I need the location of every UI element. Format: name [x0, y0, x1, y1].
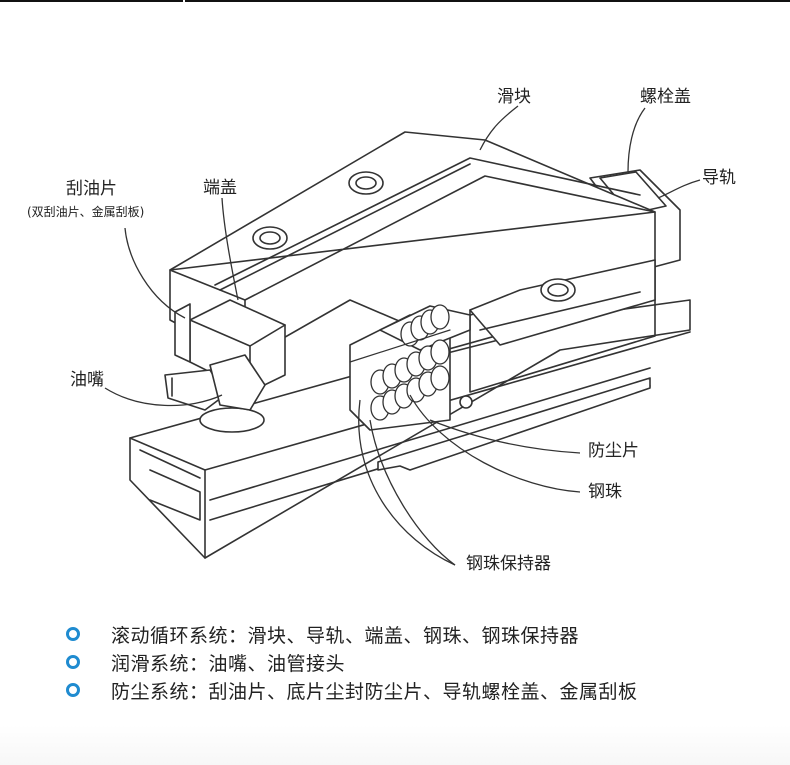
legend-item: 防尘系统：刮油片、底片尘封防尘片、导轨螺栓盖、金属刮板 — [66, 676, 638, 704]
circle-bullet-icon — [66, 683, 80, 697]
linear-guide-diagram — [104, 105, 701, 566]
top-border-notch — [183, 0, 185, 4]
label-grease-nipple: 油嘴 — [70, 370, 104, 390]
label-scraper: 刮油片 — [66, 179, 117, 199]
label-slider: 滑块 — [497, 87, 531, 107]
label-steel-ball: 钢珠 — [588, 482, 622, 502]
circle-bullet-icon — [66, 627, 80, 641]
grease-nipple — [164, 354, 266, 433]
legend-text: 防尘系统：刮油片、底片尘封防尘片、导轨螺栓盖、金属刮板 — [111, 680, 638, 703]
label-ball-retainer: 钢珠保持器 — [466, 554, 551, 574]
legend-text: 滚动循环系统：滑块、导轨、端盖、钢珠、钢珠保持器 — [111, 624, 580, 647]
legend-text: 润滑系统：油嘴、油管接头 — [111, 652, 346, 675]
rail-body — [129, 299, 691, 559]
leader-lines — [104, 105, 701, 566]
bottom-strip — [377, 377, 651, 471]
circle-bullet-icon — [66, 655, 80, 669]
label-scraper-note: (双刮油片、金属刮板) — [27, 205, 145, 219]
legend-item: 滚动循环系统：滑块、导轨、端盖、钢珠、钢珠保持器 — [66, 620, 638, 648]
label-end-cap: 端盖 — [203, 178, 237, 198]
label-dust-seal: 防尘片 — [588, 441, 639, 461]
steel-ball-rows — [349, 304, 471, 431]
label-rail: 导轨 — [702, 168, 736, 188]
top-border-line — [0, 0, 790, 2]
legend-item: 润滑系统：油嘴、油管接头 — [66, 648, 638, 676]
system-legend: 滚动循环系统：滑块、导轨、端盖、钢珠、钢珠保持器 润滑系统：油嘴、油管接头 防尘… — [66, 620, 638, 704]
label-bolt-cap: 螺栓盖 — [640, 87, 691, 107]
bolt-holes — [252, 171, 576, 409]
bottom-fade — [0, 725, 790, 765]
